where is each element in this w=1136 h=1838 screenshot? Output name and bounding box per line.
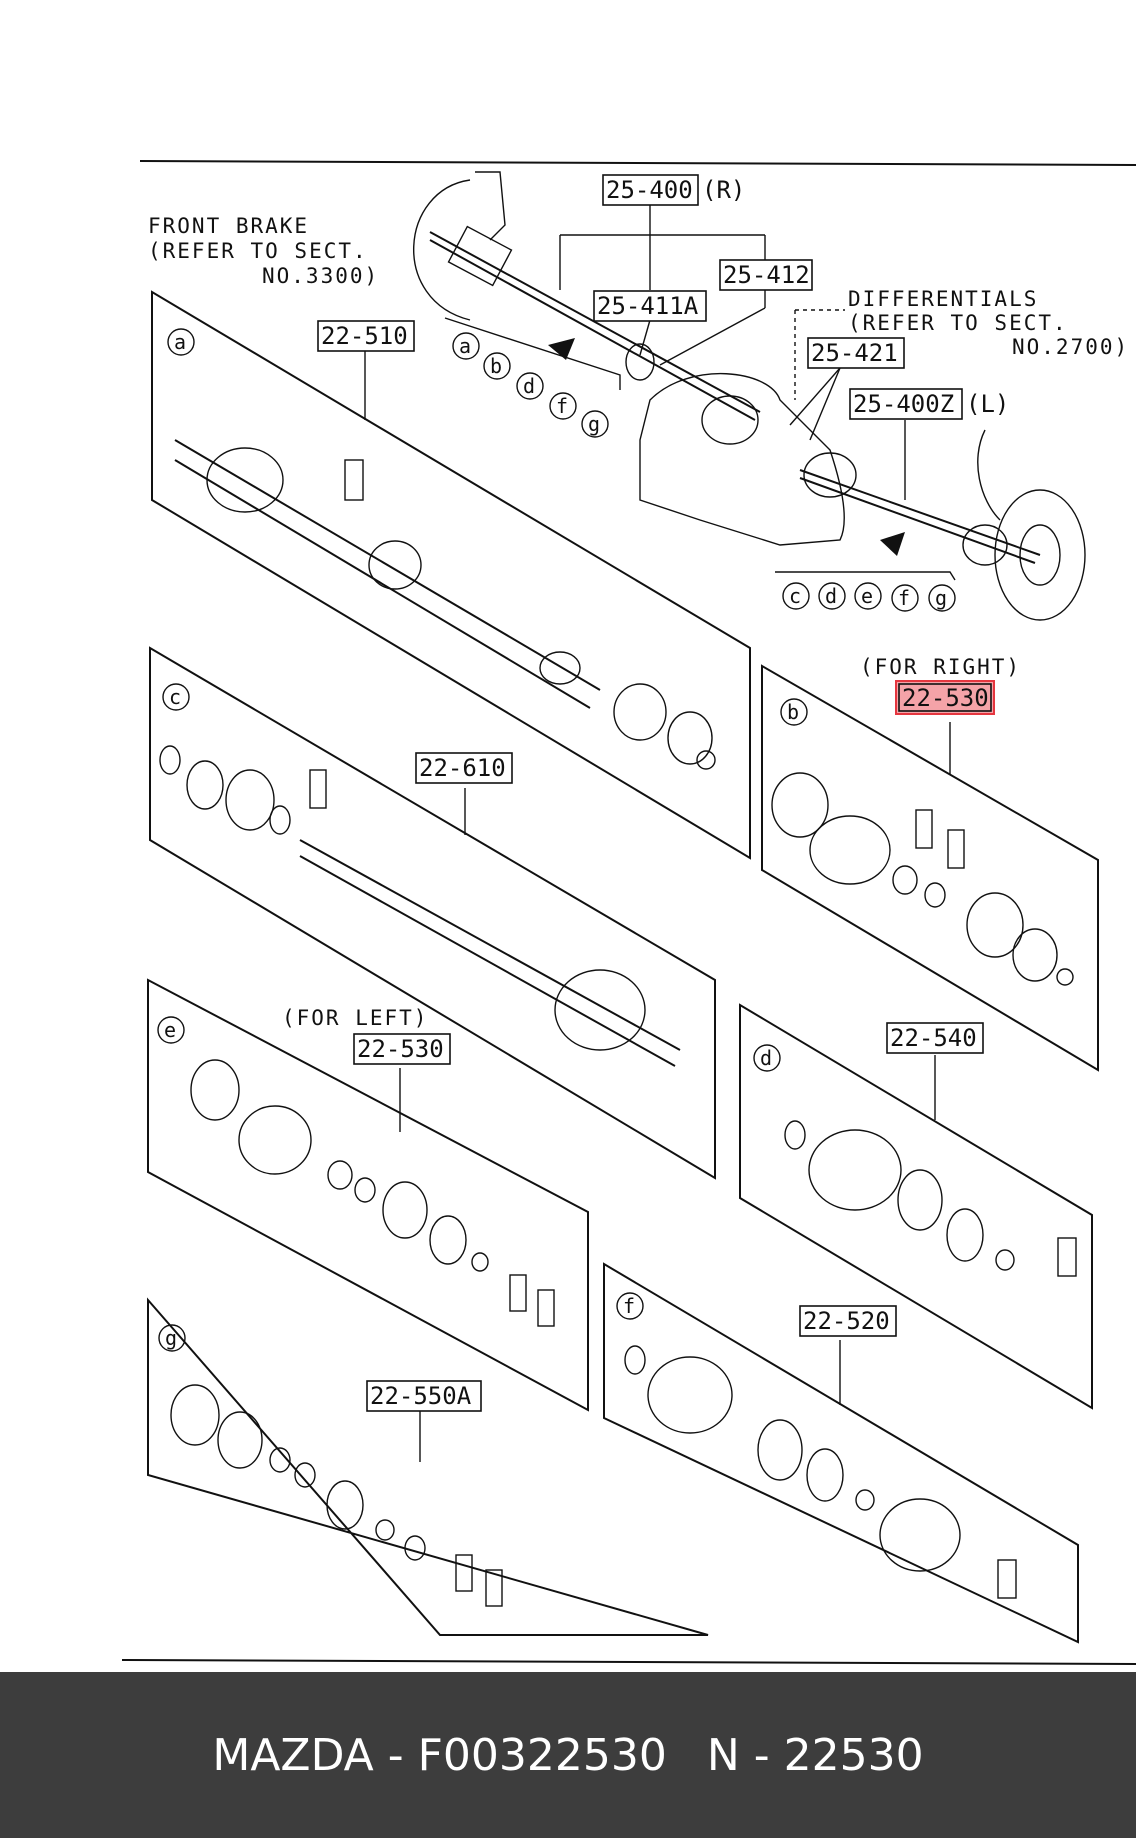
label-22-540: 22-540 (886, 1022, 984, 1054)
label-25-400: 25-400 (R) (602, 174, 745, 206)
panel-d (739, 1003, 1093, 1410)
label-22-510: 22-510 (317, 320, 415, 352)
svg-text:22-540: 22-540 (890, 1024, 977, 1052)
label-25-412: 25-412 (719, 259, 813, 291)
panel-g (147, 1297, 709, 1636)
label-22-520: 22-520 (799, 1305, 897, 1337)
svg-text:e: e (861, 584, 873, 608)
svg-text:c: c (789, 584, 801, 608)
panel-f (603, 1262, 1079, 1644)
panel-letter-e: e (164, 1018, 176, 1042)
svg-text:25-412: 25-412 (723, 261, 810, 289)
svg-text:f: f (898, 586, 910, 610)
note-for-left: (FOR LEFT) (282, 1006, 428, 1030)
label-22-550a: 22-550A (366, 1380, 482, 1412)
svg-text:g: g (935, 586, 947, 610)
label-25-421: 25-421 (807, 337, 905, 369)
note-front-brake-1: FRONT BRAKE (148, 214, 309, 238)
label-25-400z: 25-400Z (L) (849, 388, 1009, 420)
svg-text:f: f (556, 394, 568, 418)
note-diff-2: (REFER TO SECT. (848, 311, 1068, 335)
brand-part-number: MAZDA - F00322530 (212, 1729, 667, 1781)
kit-group-left: c d e f g (782, 582, 956, 612)
label-22-530-left: 22-530 (353, 1033, 451, 1065)
svg-text:22-530: 22-530 (902, 684, 989, 712)
part-number-footer: MAZDA - F00322530 N - 22530 (0, 1672, 1136, 1838)
panel-letter-c: c (169, 685, 181, 709)
svg-text:d: d (523, 374, 535, 398)
svg-text:a: a (459, 334, 471, 358)
note-front-brake-3: NO.3300) (262, 264, 379, 288)
note-diff-3: NO.2700) (1012, 335, 1129, 359)
label-22-530-right-highlighted: 22-530 (895, 680, 995, 715)
panel-b (761, 664, 1099, 1072)
parts-diagram: 25-400 (R) 25-412 25-411A 25-421 25-400Z… (121, 160, 1136, 1665)
panel-c (149, 646, 716, 1180)
note-front-brake-2: (REFER TO SECT. (148, 239, 368, 263)
svg-text:25-400: 25-400 (606, 176, 693, 204)
svg-text:22-520: 22-520 (803, 1307, 890, 1335)
panel-letter-g: g (165, 1326, 177, 1350)
panel-a (151, 290, 751, 860)
alt-part-number: N - 22530 (706, 1729, 924, 1781)
svg-text:22-610: 22-610 (419, 754, 506, 782)
svg-text:22-510: 22-510 (321, 322, 408, 350)
panel-letter-d: d (760, 1046, 772, 1070)
svg-text:25-421: 25-421 (811, 339, 898, 367)
svg-text:22-550A: 22-550A (370, 1382, 472, 1410)
panel-e (147, 978, 589, 1412)
panel-letter-a: a (174, 330, 186, 354)
overview-assembly (413, 171, 1086, 621)
svg-text:(R): (R) (702, 176, 745, 204)
kit-group-right: a b d f g (452, 332, 609, 438)
note-diff-1: DIFFERENTIALS (848, 287, 1038, 311)
svg-text:d: d (825, 584, 837, 608)
panel-letter-f: f (623, 1294, 635, 1318)
label-22-610: 22-610 (415, 752, 513, 784)
svg-text:22-530: 22-530 (357, 1035, 444, 1063)
svg-text:g: g (588, 412, 600, 436)
label-25-411a: 25-411A (593, 290, 707, 322)
svg-text:25-400Z: 25-400Z (853, 390, 954, 418)
panel-letter-b: b (787, 700, 799, 724)
note-for-right: (FOR RIGHT) (860, 655, 1021, 679)
shaft-assembly-a (174, 335, 716, 770)
svg-text:(L): (L) (966, 390, 1009, 418)
svg-text:b: b (490, 354, 502, 378)
svg-text:25-411A: 25-411A (597, 292, 699, 320)
